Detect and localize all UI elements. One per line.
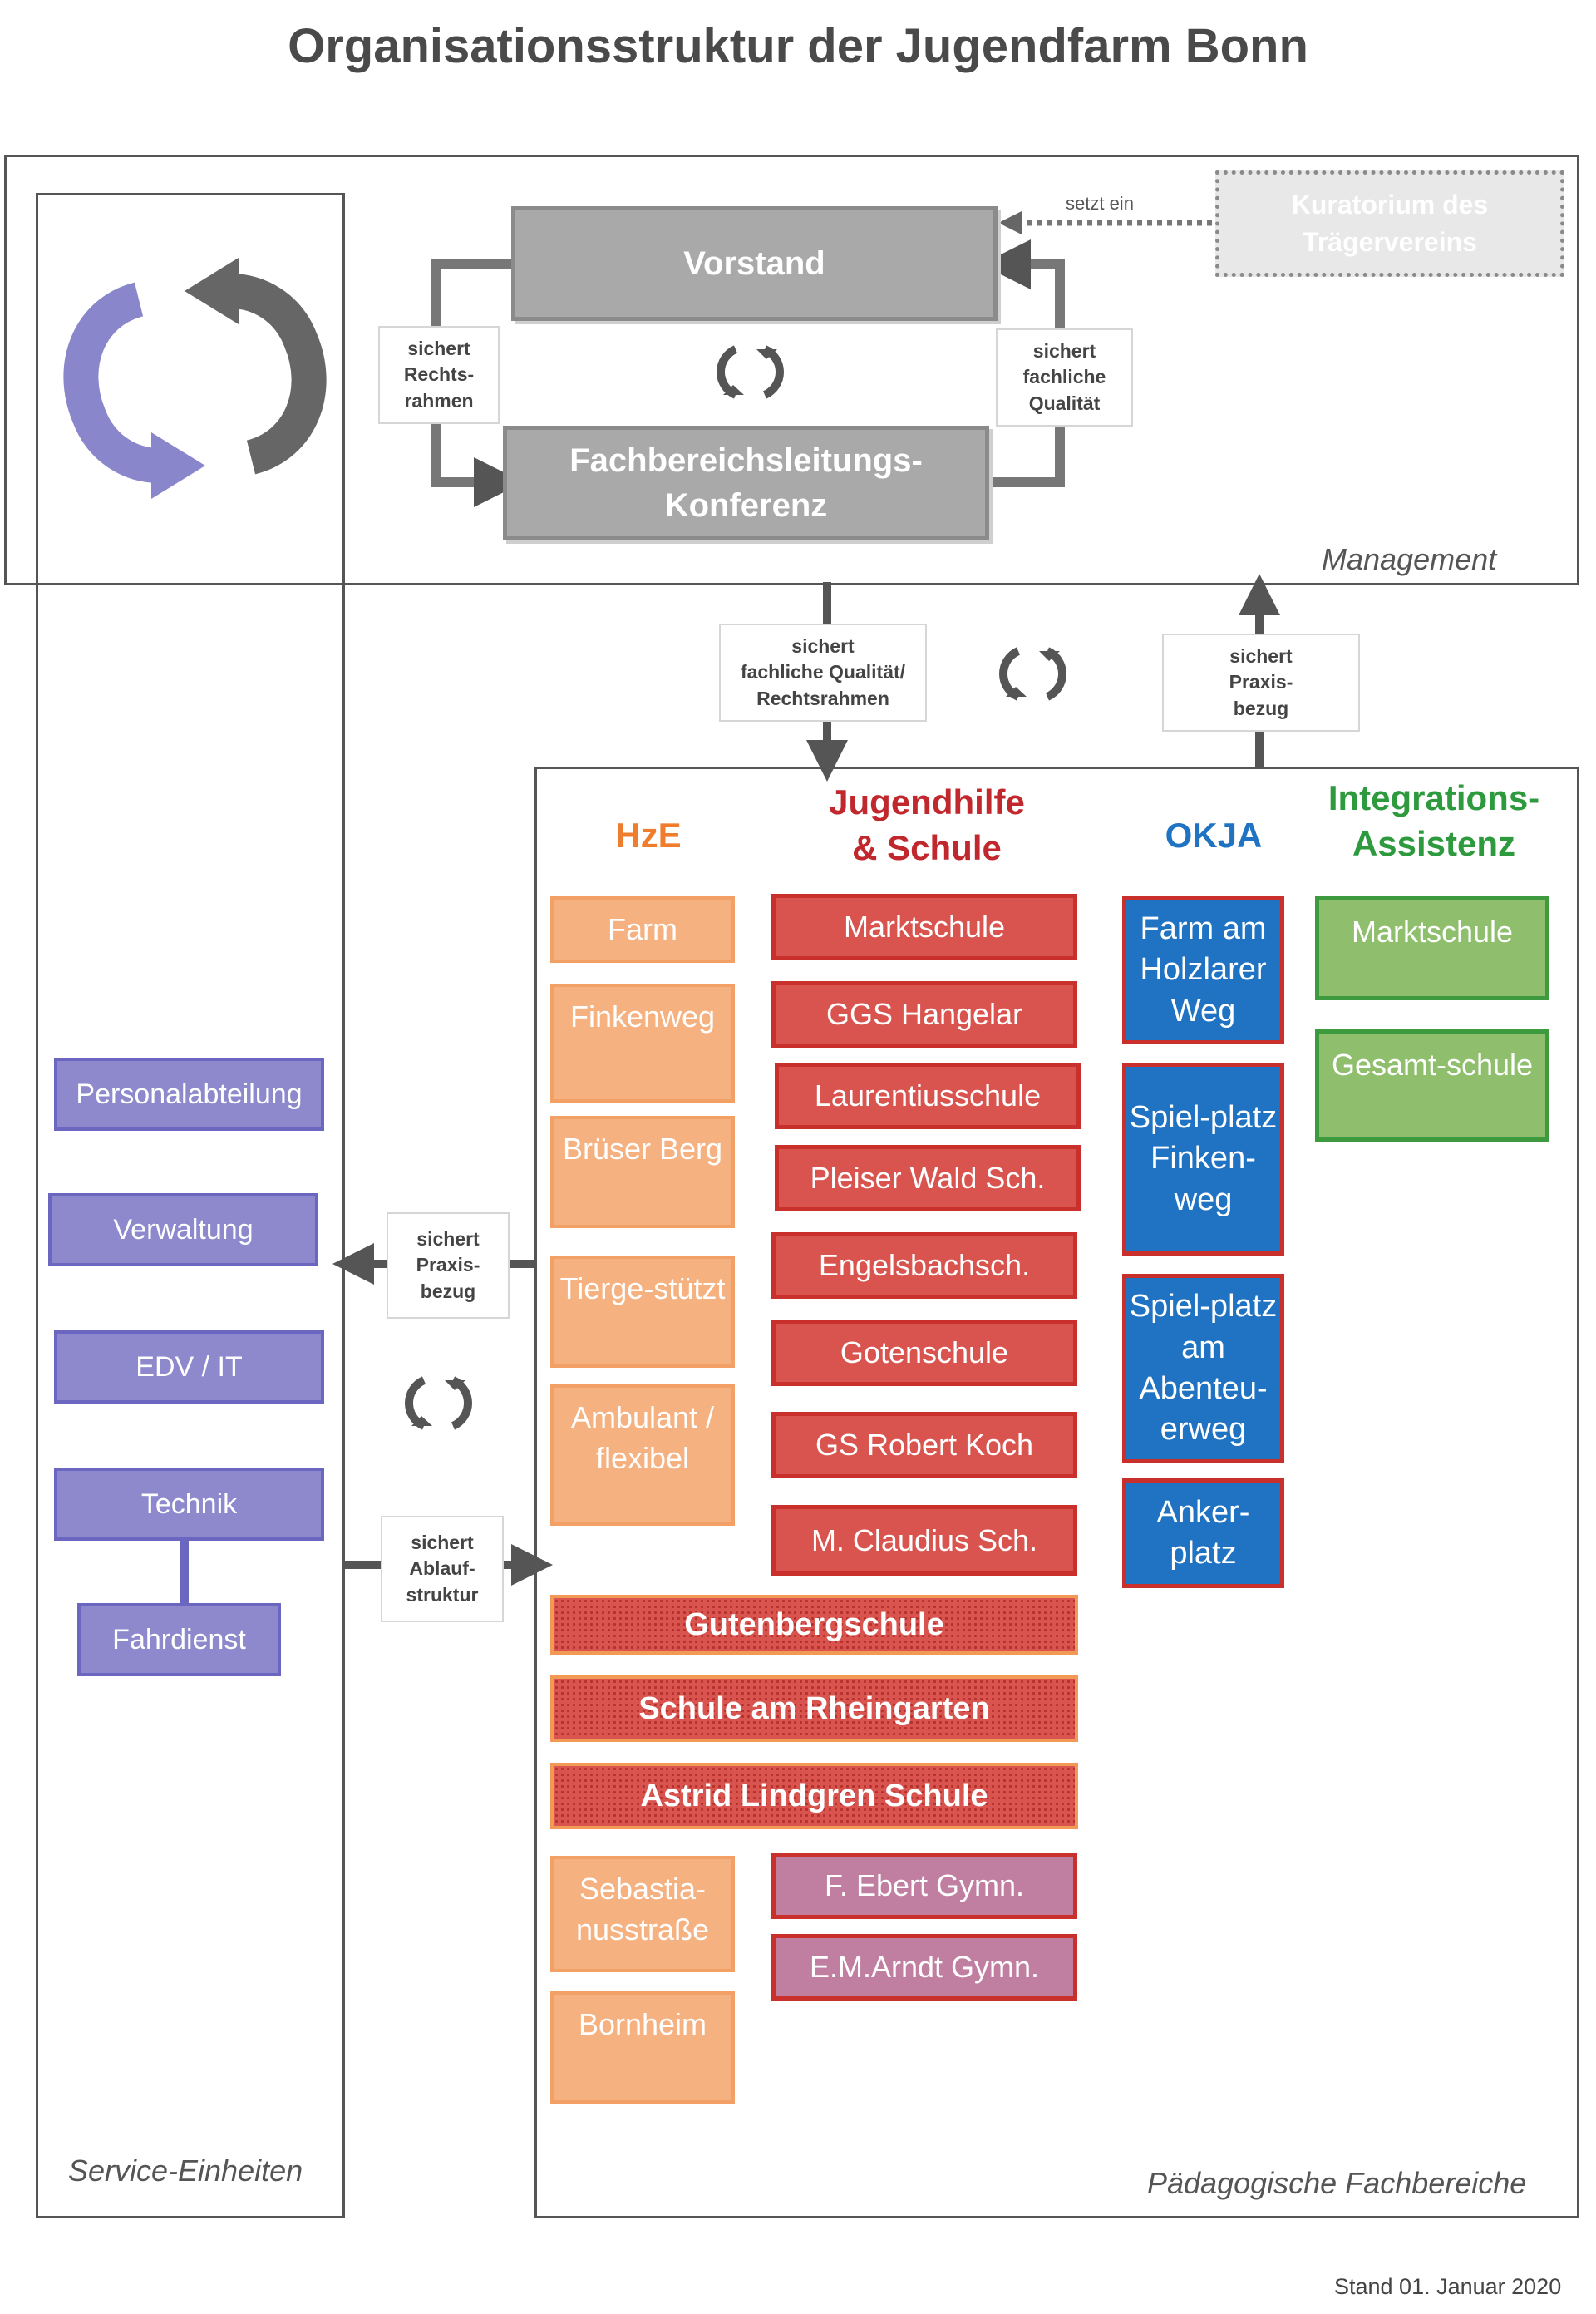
label-line: Praxis- [1229, 671, 1293, 693]
jugendhilfe-em-arndt-gymn: E.M.Arndt Gymn. [771, 1934, 1077, 2001]
shared-astrid-lindgren: Astrid Lindgren Schule [550, 1763, 1078, 1829]
setzt-ein-label: setzt ein [1066, 193, 1134, 214]
label-line: Qualität [1028, 392, 1101, 414]
integration-marktschule: Marktschule [1315, 896, 1549, 1000]
label-qualitaet-rechtsrahmen: sichert fachliche Qualität/ Rechtsrahmen [719, 624, 927, 722]
fachbereiche-frame [534, 767, 1579, 2218]
label-praxisbezug-service: sichert Praxis- bezug [387, 1212, 510, 1319]
label-line: sichert [1229, 645, 1293, 668]
label-praxisbezug-management: sichert Praxis- bezug [1162, 634, 1360, 732]
page-title: Organisationsstruktur der Jugendfarm Bon… [288, 19, 1308, 73]
label-line: sichert [411, 1532, 474, 1554]
heading-jugendhilfe: Jugendhilfe & Schule [777, 780, 1076, 871]
service-caption: Service-Einheiten [68, 2154, 303, 2188]
label-rechtsrahmen: sichert Rechts- rahmen [378, 326, 500, 424]
cycle-icon-middle [999, 647, 1066, 701]
label-line: Ablauf- [409, 1557, 475, 1580]
shared-gutenbergschule: Gutenbergschule [550, 1595, 1078, 1655]
management-frame [4, 155, 1579, 585]
label-line: struktur [406, 1583, 479, 1606]
heading-okja: OKJA [1165, 816, 1263, 855]
label-line: sichert [791, 635, 855, 658]
okja-ankerplatz: Anker-platz [1122, 1478, 1284, 1588]
service-fahrdienst: Fahrdienst [77, 1603, 281, 1676]
cycle-icon-management [717, 345, 784, 399]
label-line: Rechtsrahmen [756, 687, 889, 709]
shared-schule-am-rheingarten: Schule am Rheingarten [550, 1675, 1078, 1742]
integration-gesamtschule: Gesamt-schule [1315, 1029, 1549, 1142]
label-line: fachliche Qualität/ [740, 661, 906, 683]
jugendhilfe-marktschule: Marktschule [771, 894, 1077, 960]
heading-line: & Schule [852, 827, 1002, 867]
service-personalabteilung: Personalabteilung [54, 1058, 324, 1131]
hze-ambulant: Ambulant / flexibel [550, 1384, 735, 1526]
hze-bornheim: Bornheim [550, 1991, 735, 2104]
jugendhilfe-f-ebert-gymn: F. Ebert Gymn. [771, 1853, 1077, 1919]
cycle-icon-large [63, 258, 327, 499]
service-technik: Technik [54, 1468, 324, 1541]
okja-farm-holzlarer-weg: Farm am Holzlarer Weg [1122, 896, 1284, 1044]
label-line: rahmen [404, 389, 474, 412]
label-line: fachliche [1022, 366, 1106, 388]
label-line: bezug [420, 1280, 476, 1302]
label-line: Praxis- [416, 1254, 480, 1276]
jugendhilfe-gs-robert-koch: GS Robert Koch [771, 1412, 1077, 1478]
label-line: sichert [416, 1228, 480, 1251]
cycle-icon-service [405, 1376, 472, 1430]
label-line: sichert [407, 338, 470, 360]
konferenz-box: Fachbereichsleitungs- Konferenz [503, 426, 989, 540]
jugendhilfe-m-claudius: M. Claudius Sch. [771, 1505, 1077, 1576]
heading-line: Integrations- [1328, 778, 1540, 817]
label-line: Rechts- [403, 363, 475, 386]
jugendhilfe-laurentiusschule: Laurentiusschule [775, 1063, 1081, 1129]
okja-spielplatz-finkenweg: Spiel-platz Finken-weg [1122, 1063, 1284, 1256]
hze-sebastianusstrasse: Sebastia-nusstraße [550, 1856, 735, 1972]
vorstand-box: Vorstand [511, 206, 998, 321]
heading-line: Jugendhilfe [829, 782, 1025, 821]
service-frame [36, 193, 345, 2218]
label-line: bezug [1233, 697, 1289, 719]
label-fachliche-qualitaet: sichert fachliche Qualität [996, 328, 1133, 427]
heading-integration: Integrations- Assistenz [1305, 776, 1563, 866]
footer-date: Stand 01. Januar 2020 [1334, 2274, 1562, 2299]
jugendhilfe-ggs-hangelar: GGS Hangelar [771, 981, 1077, 1048]
label-line: sichert [1032, 340, 1096, 363]
label-ablaufstruktur: sichert Ablauf- struktur [381, 1516, 504, 1622]
kuratorium-box: Kuratorium des Trägervereins [1215, 170, 1564, 277]
konferenz-line2: Konferenz [664, 487, 828, 524]
hze-farm: Farm [550, 896, 735, 963]
management-caption: Management [1322, 542, 1497, 576]
konferenz-line1: Fachbereichsleitungs- [569, 442, 923, 479]
heading-line: Assistenz [1352, 823, 1516, 863]
hze-brueser-berg: Brüser Berg [550, 1116, 735, 1228]
fachbereiche-caption: Pädagogische Fachbereiche [1147, 2166, 1527, 2200]
heading-hze: HzE [615, 816, 682, 855]
jugendhilfe-engelsbachschule: Engelsbachsch. [771, 1232, 1077, 1299]
jugendhilfe-pleiser-wald: Pleiser Wald Sch. [775, 1145, 1081, 1211]
okja-spielplatz-abenteuerweg: Spiel-platz am Abenteu-erweg [1122, 1274, 1284, 1463]
service-verwaltung: Verwaltung [48, 1193, 318, 1266]
hze-tiergestuetzt: Tierge-stützt [550, 1256, 735, 1368]
service-edv-it: EDV / IT [54, 1330, 324, 1404]
jugendhilfe-gotenschule: Gotenschule [771, 1320, 1077, 1386]
hze-finkenweg: Finkenweg [550, 984, 735, 1103]
